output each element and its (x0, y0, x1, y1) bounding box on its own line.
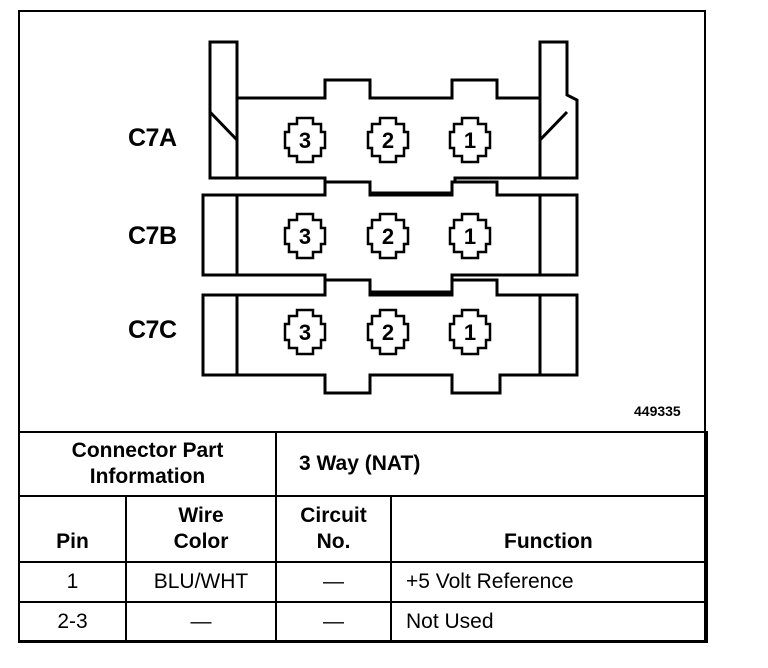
pin-number-c7c-1: 1 (464, 320, 476, 345)
header-pin: Pin (18, 495, 127, 563)
part-info-label: Connector Part Information (18, 431, 277, 497)
pin-number-c7a-1: 1 (464, 128, 476, 153)
pin-number-c7c-3: 3 (299, 320, 311, 345)
table-row: 2-3 — — Not Used (18, 601, 708, 643)
pin-terminal-c7c-2 (366, 308, 410, 356)
header-wire-color: Wire Color (125, 495, 277, 563)
pin-number-c7b-2: 2 (382, 224, 394, 249)
header-circuit: Circuit No. (275, 495, 392, 563)
pin-terminal-c7c-1 (448, 308, 492, 356)
pin-terminal-c7c-3 (283, 308, 327, 356)
cell-pin: 1 (18, 561, 127, 603)
part-info-label-line2: Information (89, 465, 206, 488)
header-wire-color-line2: Color (173, 530, 229, 553)
header-circuit-line1: Circuit (300, 504, 367, 527)
connector-label-c7b: C7B (128, 222, 177, 250)
pin-number-c7a-3: 3 (299, 128, 311, 153)
cell-function: Not Used (390, 601, 708, 643)
header-wire-color-line1: Wire (178, 504, 224, 527)
part-info-value: 3 Way (NAT) (275, 431, 708, 497)
pin-terminal-c7b-2 (366, 212, 410, 260)
figure-id: 449335 (634, 403, 681, 419)
pin-terminal-c7a-1 (448, 116, 492, 164)
pin-number-c7a-2: 2 (382, 128, 394, 153)
pin-terminal-c7b-1 (448, 212, 492, 260)
cell-function: +5 Volt Reference (390, 561, 708, 603)
part-info-label-line1: Connector Part (71, 439, 224, 462)
header-circuit-line2: No. (316, 530, 351, 553)
header-function: Function (390, 495, 708, 563)
connector-diagram: 3 2 1 3 2 1 3 2 1 (201, 40, 579, 395)
header-row: Pin Wire Color Circuit No. Function (18, 495, 708, 563)
cell-circuit: — (275, 561, 392, 603)
part-info-row: Connector Part Information 3 Way (NAT) (18, 431, 708, 497)
pin-terminal-c7a-3 (283, 116, 327, 164)
pin-terminal-c7a-2 (366, 116, 410, 164)
cell-wire-color: — (125, 601, 277, 643)
pin-number-c7c-2: 2 (382, 320, 394, 345)
cell-pin: 2-3 (18, 601, 127, 643)
pin-number-c7b-3: 3 (299, 224, 311, 249)
connector-label-c7c: C7C (128, 316, 177, 344)
pin-number-c7b-1: 1 (464, 224, 476, 249)
connector-spec-table: Connector Part Information 3 Way (NAT) P… (18, 431, 708, 643)
cell-circuit: — (275, 601, 392, 643)
table-row: 1 BLU/WHT — +5 Volt Reference (18, 561, 708, 603)
connector-label-c7a: C7A (128, 124, 177, 152)
pin-terminal-c7b-3 (283, 212, 327, 260)
cell-wire-color: BLU/WHT (125, 561, 277, 603)
